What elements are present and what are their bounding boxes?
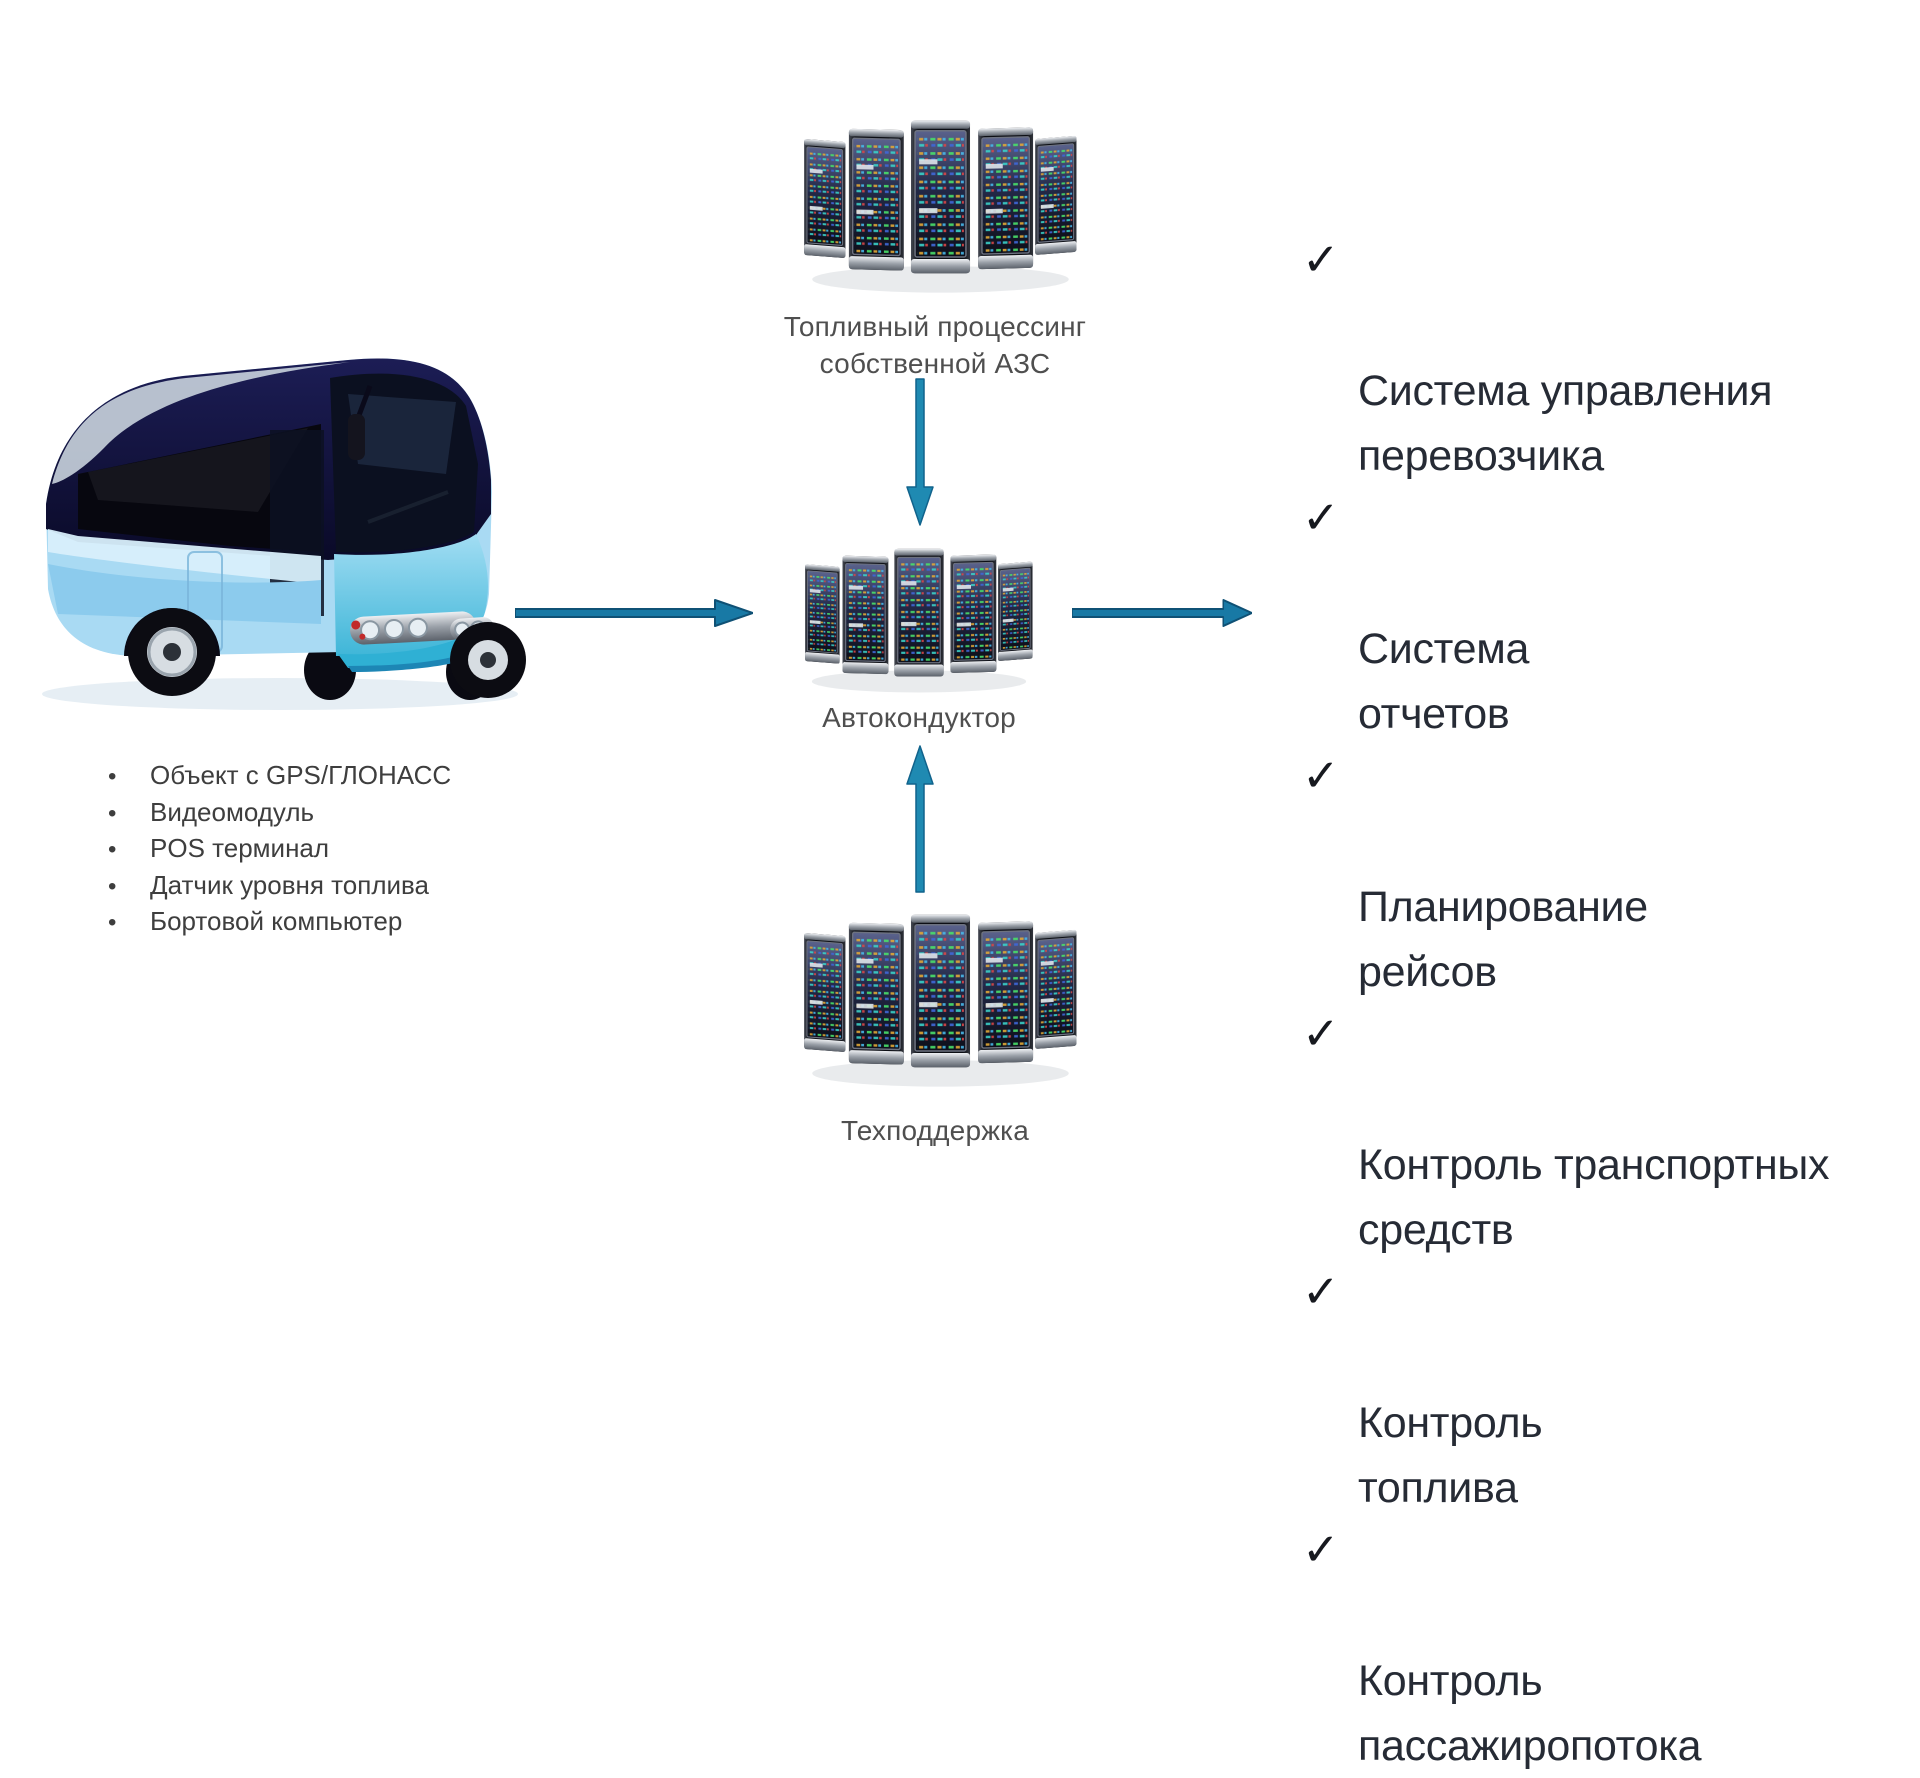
benefit-label: Система управления перевозчика [1358, 367, 1773, 480]
check-icon: ✓ [1302, 492, 1340, 543]
benefit-label: Контроль транспортных средств [1358, 1141, 1830, 1254]
list-item: • POS терминал [100, 831, 520, 868]
label-support: Техподдержка [841, 1115, 1029, 1146]
list-item: • Датчик уровня топлива [100, 868, 520, 905]
list-item: • Объект с GPS/ГЛОНАСС [100, 758, 520, 795]
bullet-icon: • [108, 909, 117, 936]
bus-front-wheel [450, 622, 526, 698]
benefit-label: Контроль топлива [1358, 1399, 1543, 1512]
arrow-autoconductor-to-benefits [1072, 599, 1252, 627]
benefit-item: ✓ Система управления перевозчика [1302, 230, 1914, 488]
feature-label: POS терминал [150, 833, 330, 863]
feature-label: Бортовой компьютер [150, 906, 403, 936]
bus-illustration [42, 358, 526, 710]
arrow-fuel-to-autoconductor [906, 378, 934, 526]
benefit-item: ✓ Контроль транспортных средств [1302, 1004, 1914, 1262]
check-icon: ✓ [1302, 750, 1340, 801]
server-cluster-autoconductor [800, 536, 1038, 696]
arrow-support-to-autoconductor [906, 745, 934, 893]
server-cluster-fuel [798, 106, 1083, 296]
feature-label: Видеомодуль [150, 796, 315, 827]
benefit-item: ✓ Контроль топлива [1302, 1262, 1914, 1520]
benefit-label: Контроль пассажиропотока [1358, 1657, 1702, 1770]
benefit-item: ✓ Контроль пассажиропотока [1302, 1520, 1914, 1778]
bullet-icon: • [108, 763, 117, 790]
check-icon: ✓ [1302, 1266, 1340, 1317]
bullet-icon: • [108, 836, 117, 863]
check-icon: ✓ [1302, 1524, 1340, 1575]
bullet-icon: • [108, 799, 117, 827]
label-fuel-processing: Топливный процессинг собственной АЗС [783, 311, 1087, 379]
bus-feature-list: • Объект с GPS/ГЛОНАСС • Видеомодуль • P… [100, 758, 520, 941]
check-icon: ✓ [1302, 1008, 1340, 1059]
list-item: • Бортовой компьютер [100, 904, 520, 941]
benefit-item: ✓ Планирование рейсов [1302, 746, 1914, 1004]
benefit-item: ✓ Система отчетов [1302, 488, 1914, 746]
server-cluster-support [798, 900, 1083, 1090]
label-autoconductor: Автокондуктор [822, 702, 1016, 733]
feature-label: Датчик уровня топлива [150, 869, 430, 900]
benefit-label: Система отчетов [1358, 625, 1530, 738]
list-item: • Видеомодуль [100, 795, 520, 832]
check-icon: ✓ [1302, 234, 1340, 285]
benefit-label: Планирование рейсов [1358, 883, 1648, 996]
benefits-list: ✓ Система управления перевозчика ✓ Систе… [1302, 230, 1914, 1778]
bullet-icon: • [108, 872, 117, 900]
arrow-bus-to-autoconductor [515, 599, 753, 627]
bus-rear-wheel [128, 608, 216, 696]
feature-label: Объект с GPS/ГЛОНАСС [150, 760, 452, 790]
